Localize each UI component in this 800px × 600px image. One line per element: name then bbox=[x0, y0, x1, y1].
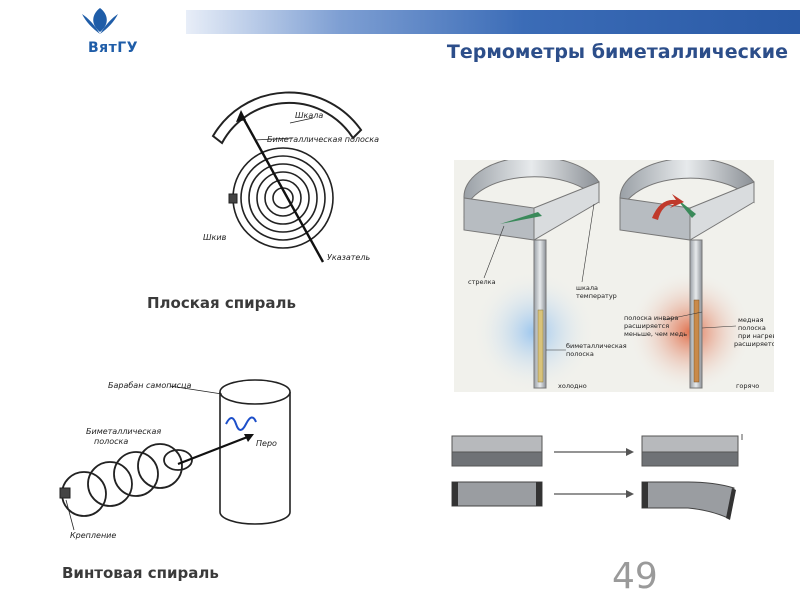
label-scale-2: температур bbox=[576, 292, 617, 300]
flat-spiral-diagram: Шкала Биметаллическая полоска Шкив Указа… bbox=[203, 91, 379, 263]
spiral-coils bbox=[232, 147, 334, 249]
caption-flat-spiral: Плоская спираль bbox=[147, 294, 296, 312]
logo-text: ВятГУ bbox=[88, 40, 138, 56]
pointer-line bbox=[239, 113, 325, 263]
helical-spiral-diagram: Барабан самописца Биметаллическая полоск… bbox=[59, 379, 291, 540]
label-strip: Биметаллическая полоска bbox=[267, 135, 379, 144]
strip-bottom-left bbox=[451, 481, 543, 507]
label-helical-strip-1: Биметаллическая bbox=[86, 427, 161, 436]
strip-top-left-lower bbox=[451, 451, 543, 467]
label-drum: Барабан самописца bbox=[108, 381, 191, 390]
label-mount: Крепление bbox=[70, 531, 116, 540]
logo: ВятГУ bbox=[16, 4, 184, 64]
recorder-drum bbox=[219, 379, 291, 525]
label-scale-1: шкала bbox=[576, 284, 598, 292]
scale-arc bbox=[211, 91, 363, 145]
label-copper-2: полоска bbox=[738, 324, 766, 332]
pointer-tip bbox=[236, 110, 246, 122]
header-bar bbox=[186, 10, 800, 34]
strip-top-right-upper bbox=[641, 435, 739, 453]
pen-arrow bbox=[177, 434, 251, 466]
label-bimetal-2: полоска bbox=[566, 350, 594, 358]
label-pointer: Указатель bbox=[327, 253, 370, 262]
page-number: 49 bbox=[612, 556, 658, 597]
label-copper-1: медная bbox=[738, 316, 764, 324]
strip-top-right-lower bbox=[641, 451, 739, 467]
label-arrow: стрелка bbox=[468, 278, 496, 286]
strip-top-left-upper bbox=[451, 435, 543, 453]
label-invar-2: расширяется bbox=[624, 322, 669, 330]
pen-trace bbox=[225, 416, 257, 431]
thermometer-illustration: стрелка шкала температур биметаллическая… bbox=[454, 160, 774, 392]
label-cold: холодно bbox=[558, 382, 587, 390]
label-pen: Перо bbox=[256, 439, 277, 448]
label-copper-4: расширяется bbox=[734, 340, 774, 348]
label-invar-3: меньше, чем медь bbox=[624, 330, 687, 338]
label-scale: Шкала bbox=[295, 111, 323, 120]
label-copper-3: при нагреве bbox=[738, 332, 774, 340]
cold-needle bbox=[500, 212, 542, 224]
label-invar-1: полоска инвара bbox=[624, 314, 678, 322]
label-pulley: Шкив bbox=[203, 233, 227, 242]
label-bimetal-1: биметаллическая bbox=[566, 342, 627, 350]
university-logo-icon bbox=[82, 8, 118, 34]
page-title: Термометры биметаллические bbox=[446, 41, 788, 63]
pulley-block bbox=[228, 193, 238, 204]
hot-dial bbox=[619, 160, 755, 241]
helical-coils bbox=[61, 443, 193, 517]
label-hot: горячо bbox=[736, 382, 759, 390]
bimetal-bending-illustration bbox=[451, 434, 743, 520]
hot-arrow-icon bbox=[652, 194, 684, 220]
caption-helical-spiral: Винтовая спираль bbox=[62, 564, 219, 582]
strip-bottom-bent bbox=[641, 481, 735, 519]
label-helical-strip-2: полоска bbox=[94, 437, 128, 446]
mount-block bbox=[59, 487, 71, 499]
